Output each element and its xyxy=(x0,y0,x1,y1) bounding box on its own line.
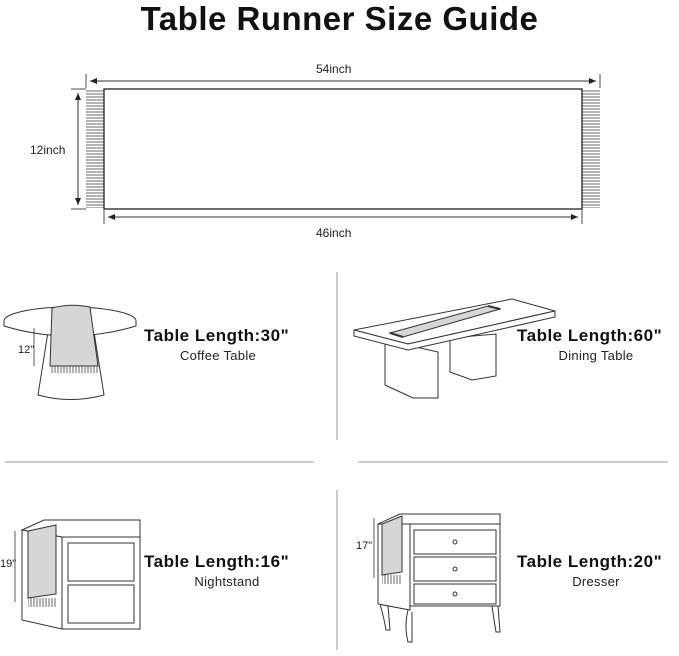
nightstand-drop-label: 19" xyxy=(0,558,17,570)
runner-body xyxy=(103,88,583,210)
coffee-table-name: Coffee Table xyxy=(179,348,257,363)
runner-total-length-label: 54inch xyxy=(316,62,352,76)
nightstand-heading: Table Length:16" xyxy=(144,552,290,571)
dresser-name: Dresser xyxy=(572,574,620,589)
coffee-table-heading: Table Length:30" xyxy=(144,326,290,345)
runner-body-length-label: 46inch xyxy=(316,226,352,240)
dining-table-illustration xyxy=(353,298,556,399)
nightstand-illustration xyxy=(14,519,141,630)
dining-table-heading: Table Length:60" xyxy=(517,326,663,345)
coffee-table-drop-label: 12" xyxy=(18,344,35,356)
runner-width-label: 12inch xyxy=(30,143,66,157)
page-title: Table Runner Size Guide xyxy=(140,0,539,37)
runner-right-fringe xyxy=(582,90,600,208)
runner-diagram xyxy=(71,74,601,224)
nightstand-name: Nightstand xyxy=(194,574,260,589)
dresser-heading: Table Length:20" xyxy=(517,552,663,571)
runner-left-fringe xyxy=(86,90,104,208)
coffee-table-illustration xyxy=(3,304,137,400)
dresser-drop-label: 17" xyxy=(356,540,373,552)
dining-table-name: Dining Table xyxy=(558,348,634,363)
dresser-illustration xyxy=(373,513,501,643)
